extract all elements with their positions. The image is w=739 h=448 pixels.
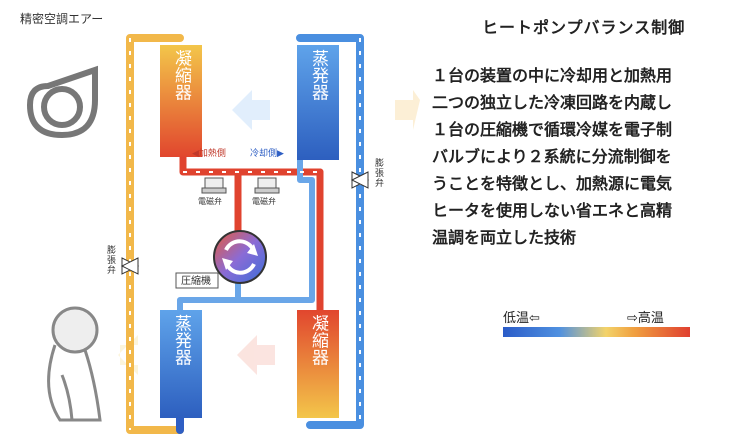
solenoid-right-label: 電磁弁 — [252, 196, 276, 206]
pipe-right-cool — [296, 34, 364, 429]
compressor — [213, 230, 267, 284]
solenoid-valve-left — [201, 177, 227, 194]
description-line: うことを特徴とし、加熱源に電気 — [432, 174, 673, 193]
condenser-bottom-label: 凝縮器 — [308, 314, 329, 365]
expansion-valve-left — [120, 257, 140, 275]
person-figure — [47, 306, 102, 422]
condenser-bottom — [297, 310, 339, 418]
evaporator-top-label: 蒸発器 — [308, 49, 329, 100]
description: １台の装置の中に冷却用と加熱用 二つの独立した冷凍回路を内蔵し １台の圧縮機で循… — [432, 62, 732, 251]
expansion-valve-right-label: 膨張弁 — [373, 158, 383, 188]
condenser-top — [160, 45, 202, 157]
legend-low-label: 低温⇦ — [503, 311, 540, 326]
solenoid-valve-right — [254, 177, 280, 194]
description-line: 二つの独立した冷凍回路を内蔵し — [432, 93, 673, 112]
description-line: １台の装置の中に冷却用と加熱用 — [432, 66, 673, 85]
compressor-label: 圧縮機 — [181, 274, 211, 287]
condenser-top-label: 凝縮器 — [171, 49, 192, 100]
solenoid-left-label: 電磁弁 — [198, 196, 222, 206]
heat-side-label: ◀加熱側 — [192, 147, 226, 159]
evaporator-bottom-label: 蒸発器 — [171, 314, 192, 365]
airflow-arrow-top-left — [232, 90, 270, 130]
legend-high-label: ⇨高温 — [627, 311, 664, 326]
description-line: １台の圧縮機で循環冷媒を電子制 — [432, 120, 673, 139]
compressor-label-box — [175, 272, 219, 289]
corner-label: 精密空調エアー — [20, 12, 104, 26]
blower-fan — [26, 65, 98, 139]
evaporator-bottom — [160, 310, 202, 418]
expansion-valve-left-label: 膨張弁 — [105, 245, 115, 275]
pipe-cool-mid — [177, 157, 315, 315]
evaporator-top — [297, 45, 339, 160]
cool-side-label: 冷却側▶ — [250, 147, 284, 159]
heat-pump-diagram: 凝縮器 蒸発器 蒸発器 凝縮器 ◀加熱側 冷却側▶ 電磁弁 電磁弁 圧縮機 — [26, 34, 420, 434]
description-line: 温調を両立した技術 — [432, 228, 577, 247]
expansion-valve-right — [350, 171, 370, 189]
airflow-arrow-bottom-left — [237, 335, 275, 375]
temperature-gradient-bar — [503, 327, 690, 337]
description-line: バルブにより２系統に分流制御を — [432, 147, 672, 166]
description-line: ヒータを使用しない省エネと高精 — [432, 201, 673, 220]
airflow-arrow-top-right — [395, 90, 420, 130]
airflow-arrows — [118, 90, 420, 375]
section-heading: ヒートポンプバランス制御 — [482, 18, 686, 37]
